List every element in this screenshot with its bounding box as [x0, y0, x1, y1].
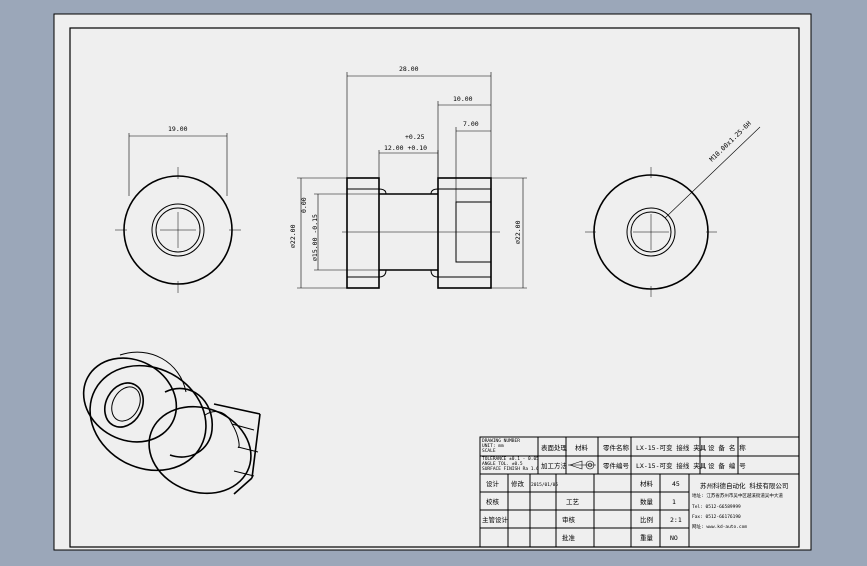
dim-neck-length: 12.00 +0.10 — [384, 144, 427, 152]
dim-left-width: 19.00 — [168, 125, 188, 133]
note-line-6: SURFACE FINISH Ra 1.6 — [482, 466, 539, 472]
spec-weight-value: NO — [670, 534, 678, 542]
design-date: 2015/01/05 — [531, 482, 558, 488]
part-number: LX-15-可变 接线 夹具 — [636, 461, 707, 470]
spec-scale-value: 2:1 — [670, 516, 682, 524]
equipment-label: 设 备 名 称 — [708, 443, 746, 452]
spec-quantity-label: 数量 — [640, 497, 654, 506]
part-name-label: 零件名称 — [603, 443, 630, 452]
spec-quantity-value: 1 — [672, 498, 676, 506]
process-label: 加工方法 — [541, 461, 568, 470]
dim-neck-dia: ⌀15.00 -0.15 — [311, 214, 319, 261]
drawing-border — [69, 27, 800, 548]
dim-outer-dia-front: ⌀22.00 — [289, 224, 297, 248]
company-name: 苏州科德自动化 科技有限公司 — [700, 481, 788, 490]
dim-neck-tol-upper: +0.25 — [405, 133, 425, 141]
spec-scale-label: 比例 — [640, 515, 653, 524]
company-fax: Fax: 0512-66176190 — [692, 514, 741, 520]
note-line-1: DRAWING NUMBER — [482, 438, 520, 444]
review-label: 审核 — [562, 515, 576, 524]
surface-treatment-label: 表面处理 — [541, 443, 568, 452]
role-lead-designer: 主管设计 — [482, 515, 509, 524]
dim-neck-dia-zero: 0.00 — [300, 197, 308, 213]
company-address: 地址: 江苏省苏州市吴中区越溪街道吴中大道 — [692, 492, 783, 499]
note-line-3: SCALE — [482, 448, 496, 454]
part-number-label: 零件编号 — [603, 461, 630, 470]
projection-symbol-icon — [568, 460, 596, 470]
isometric-view — [82, 351, 268, 498]
part-name: LX-15-可变 接线 夹具 — [636, 443, 707, 452]
front-view: 28.00 10.00 7.00 +0.25 12.00 +0.10 ⌀22.0… — [289, 65, 527, 289]
note-line-4: TOLERANCE ±0.1 - 0.05 — [482, 456, 539, 462]
left-end-view: 19.00 — [115, 125, 241, 293]
role-designer: 设计 — [486, 479, 500, 488]
spec-material-value: 45 — [672, 480, 680, 488]
title-block: DRAWING NUMBER UNIT: mm SCALE TOLERANCE … — [479, 436, 800, 548]
dim-outer-dia-right: ⌀22.00 — [514, 220, 522, 244]
dim-right-length: 10.00 — [453, 95, 473, 103]
note-line-2: UNIT: mm — [482, 443, 504, 449]
dim-overall-length: 28.00 — [399, 65, 419, 73]
spec-material-label: 材料 — [640, 479, 654, 488]
role-checker: 校核 — [486, 497, 500, 506]
approve-label: 批准 — [562, 533, 576, 542]
dim-counterbore-depth: 7.00 — [463, 120, 479, 128]
company-web: 网址: www.kd-auto.com — [692, 523, 747, 530]
spec-weight-label: 重量 — [640, 534, 654, 542]
equipment-number-label: 设 备 编 号 — [708, 461, 746, 470]
process-check-label: 工艺 — [566, 498, 580, 506]
note-line-5: ANGLE TOL. ±0.5 — [482, 461, 523, 467]
material-label: 材料 — [575, 443, 589, 452]
revision-label: 修改 — [511, 479, 525, 488]
company-tel: Tel: 0512-66589999 — [692, 504, 741, 510]
